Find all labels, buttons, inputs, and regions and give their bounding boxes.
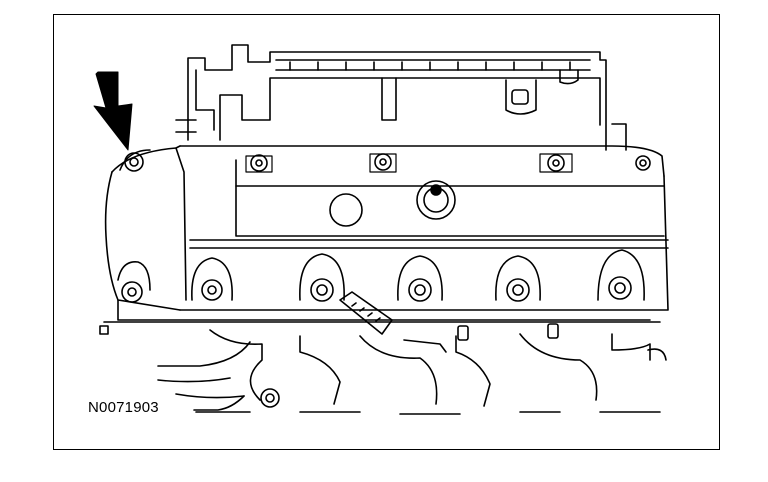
bracket [339, 291, 393, 335]
label-leader-line [193, 395, 245, 411]
valve-cover [99, 145, 669, 335]
lower-bolt-row [117, 249, 645, 303]
figure-id-label: N0071903 [88, 399, 159, 416]
figure-frame [53, 14, 720, 450]
arrow-pointer-icon [93, 71, 133, 151]
upper-bolt-row [245, 153, 651, 173]
exhaust-manifold [157, 323, 667, 415]
target-bolt [119, 149, 151, 172]
intake-manifold [175, 44, 627, 151]
oil-filler-and-stud [329, 180, 456, 227]
